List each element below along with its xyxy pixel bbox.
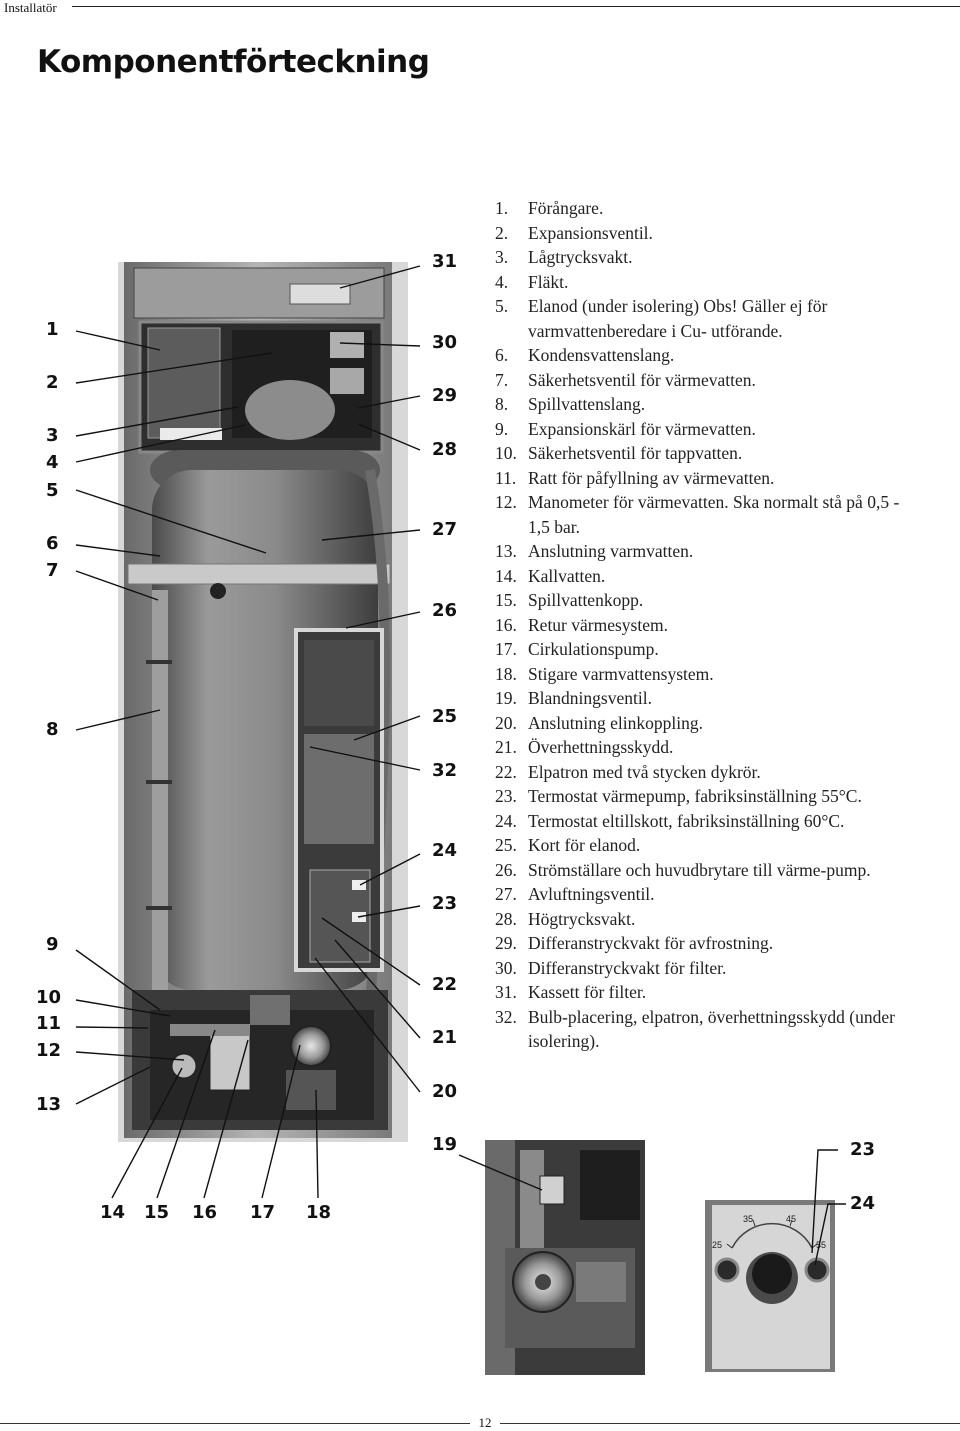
list-item: 16.Retur värmesystem.	[495, 614, 668, 635]
callout-21: 21	[432, 1027, 458, 1048]
footer-rule-left	[0, 1423, 470, 1424]
callout-23: 23	[432, 893, 458, 914]
valve-inset-illustration	[485, 1140, 645, 1375]
scale-35: 35	[743, 1214, 753, 1224]
callout-12: 12	[36, 1040, 62, 1061]
list-item: 7.Säkerhetsventil för värmevatten.	[495, 369, 756, 390]
callout-15: 15	[144, 1202, 170, 1223]
list-item: 11.Ratt för påfyllning av värmevatten.	[495, 467, 775, 488]
section-label: Installatör	[4, 0, 57, 15]
list-item: 5.Elanod (under isolering) Obs! Gäller e…	[495, 296, 828, 341]
list-item: 20.Anslutning elinkoppling.	[495, 712, 703, 733]
callout-25: 25	[432, 706, 458, 727]
list-item: 15.Spillvattenkopp.	[495, 590, 644, 610]
callout-14: 14	[100, 1202, 126, 1223]
callout-28: 28	[432, 439, 458, 460]
page-title: Komponentförteckning	[37, 44, 430, 80]
heat-pump-illustration	[118, 262, 408, 1142]
callout-30: 30	[432, 332, 458, 353]
callout-10: 10	[36, 987, 62, 1008]
list-item: 31.Kassett för filter.	[495, 982, 647, 1002]
callout-9: 9	[46, 934, 59, 955]
callout-inset-23: 23	[850, 1139, 876, 1160]
list-item: 21.Överhettningsskydd.	[495, 737, 674, 757]
callout-26: 26	[432, 600, 458, 621]
list-item: 17.Cirkulationspump.	[495, 639, 659, 659]
thermostat-inset-illustration	[705, 1200, 835, 1372]
scale-25: 25	[712, 1240, 722, 1250]
callout-11: 11	[36, 1013, 62, 1034]
list-item: 23.Termostat värmepump, fabriksinställni…	[495, 786, 862, 806]
callout-1: 1	[46, 319, 59, 340]
list-item: 12.Manometer för värmevatten. Ska normal…	[495, 492, 900, 537]
list-item: 19.Blandningsventil.	[495, 688, 652, 708]
callout-6: 6	[46, 533, 59, 554]
callout-2: 2	[46, 372, 59, 393]
callout-20: 20	[432, 1081, 458, 1102]
list-item: 27.Avluftningsventil.	[495, 884, 655, 904]
callout-16: 16	[192, 1202, 218, 1223]
callout-8: 8	[46, 719, 59, 740]
list-item: 24.Termostat eltillskott, fabriksinställ…	[495, 810, 845, 831]
list-item: 4.Fläkt.	[495, 271, 569, 292]
callout-19: 19	[432, 1134, 458, 1155]
callout-7: 7	[46, 560, 59, 581]
callout-5: 5	[46, 480, 59, 501]
list-item: 18.Stigare varmvattensystem.	[495, 663, 714, 684]
list-item: 13.Anslutning varmvatten.	[495, 541, 694, 561]
leader-lines	[75, 265, 846, 1266]
list-item: 29.Differanstryckvakt för avfrostning.	[495, 933, 774, 953]
callout-24: 24	[432, 840, 458, 861]
callout-13: 13	[36, 1094, 62, 1115]
list-item: 6.Kondensvattenslang.	[495, 345, 675, 365]
footer-rule-right	[500, 1423, 960, 1424]
component-list: 1.Förångare. 2.Expansionsventil. 3.Lågtr…	[495, 196, 915, 1054]
callout-3: 3	[46, 425, 59, 446]
list-item: 2.Expansionsventil.	[495, 222, 653, 243]
list-item: 3.Lågtrycksvakt.	[495, 247, 633, 267]
list-item: 25.Kort för elanod.	[495, 835, 641, 855]
list-item: 28.Högtrycksvakt.	[495, 908, 636, 929]
list-item: 22.Elpatron med två stycken dykrör.	[495, 761, 761, 782]
list-item: 14.Kallvatten.	[495, 565, 606, 586]
callout-inset-24: 24	[850, 1193, 876, 1214]
list-item: 30.Differanstryckvakt för filter.	[495, 957, 727, 978]
scale-55: 55	[816, 1240, 826, 1250]
callout-32: 32	[432, 760, 458, 781]
header-rule	[72, 6, 960, 7]
callout-18: 18	[306, 1202, 332, 1223]
page-number: 12	[470, 1415, 500, 1431]
list-item: 1.Förångare.	[495, 198, 604, 218]
list-item: 32.Bulb-placering, elpatron, överhettnin…	[495, 1006, 895, 1052]
list-item: 8.Spillvattenslang.	[495, 394, 646, 414]
list-item: 10.Säkerhetsventil för tappvatten.	[495, 443, 743, 463]
list-item: 9.Expansionskärl för värmevatten.	[495, 418, 756, 439]
callout-4: 4	[46, 452, 59, 473]
callout-29: 29	[432, 385, 458, 406]
callout-27: 27	[432, 519, 458, 540]
callout-22: 22	[432, 974, 458, 995]
callout-17: 17	[250, 1202, 276, 1223]
list-item: 26.Strömställare och huvudbrytare till v…	[495, 859, 871, 880]
callout-31: 31	[432, 251, 458, 272]
scale-45: 45	[786, 1214, 796, 1224]
